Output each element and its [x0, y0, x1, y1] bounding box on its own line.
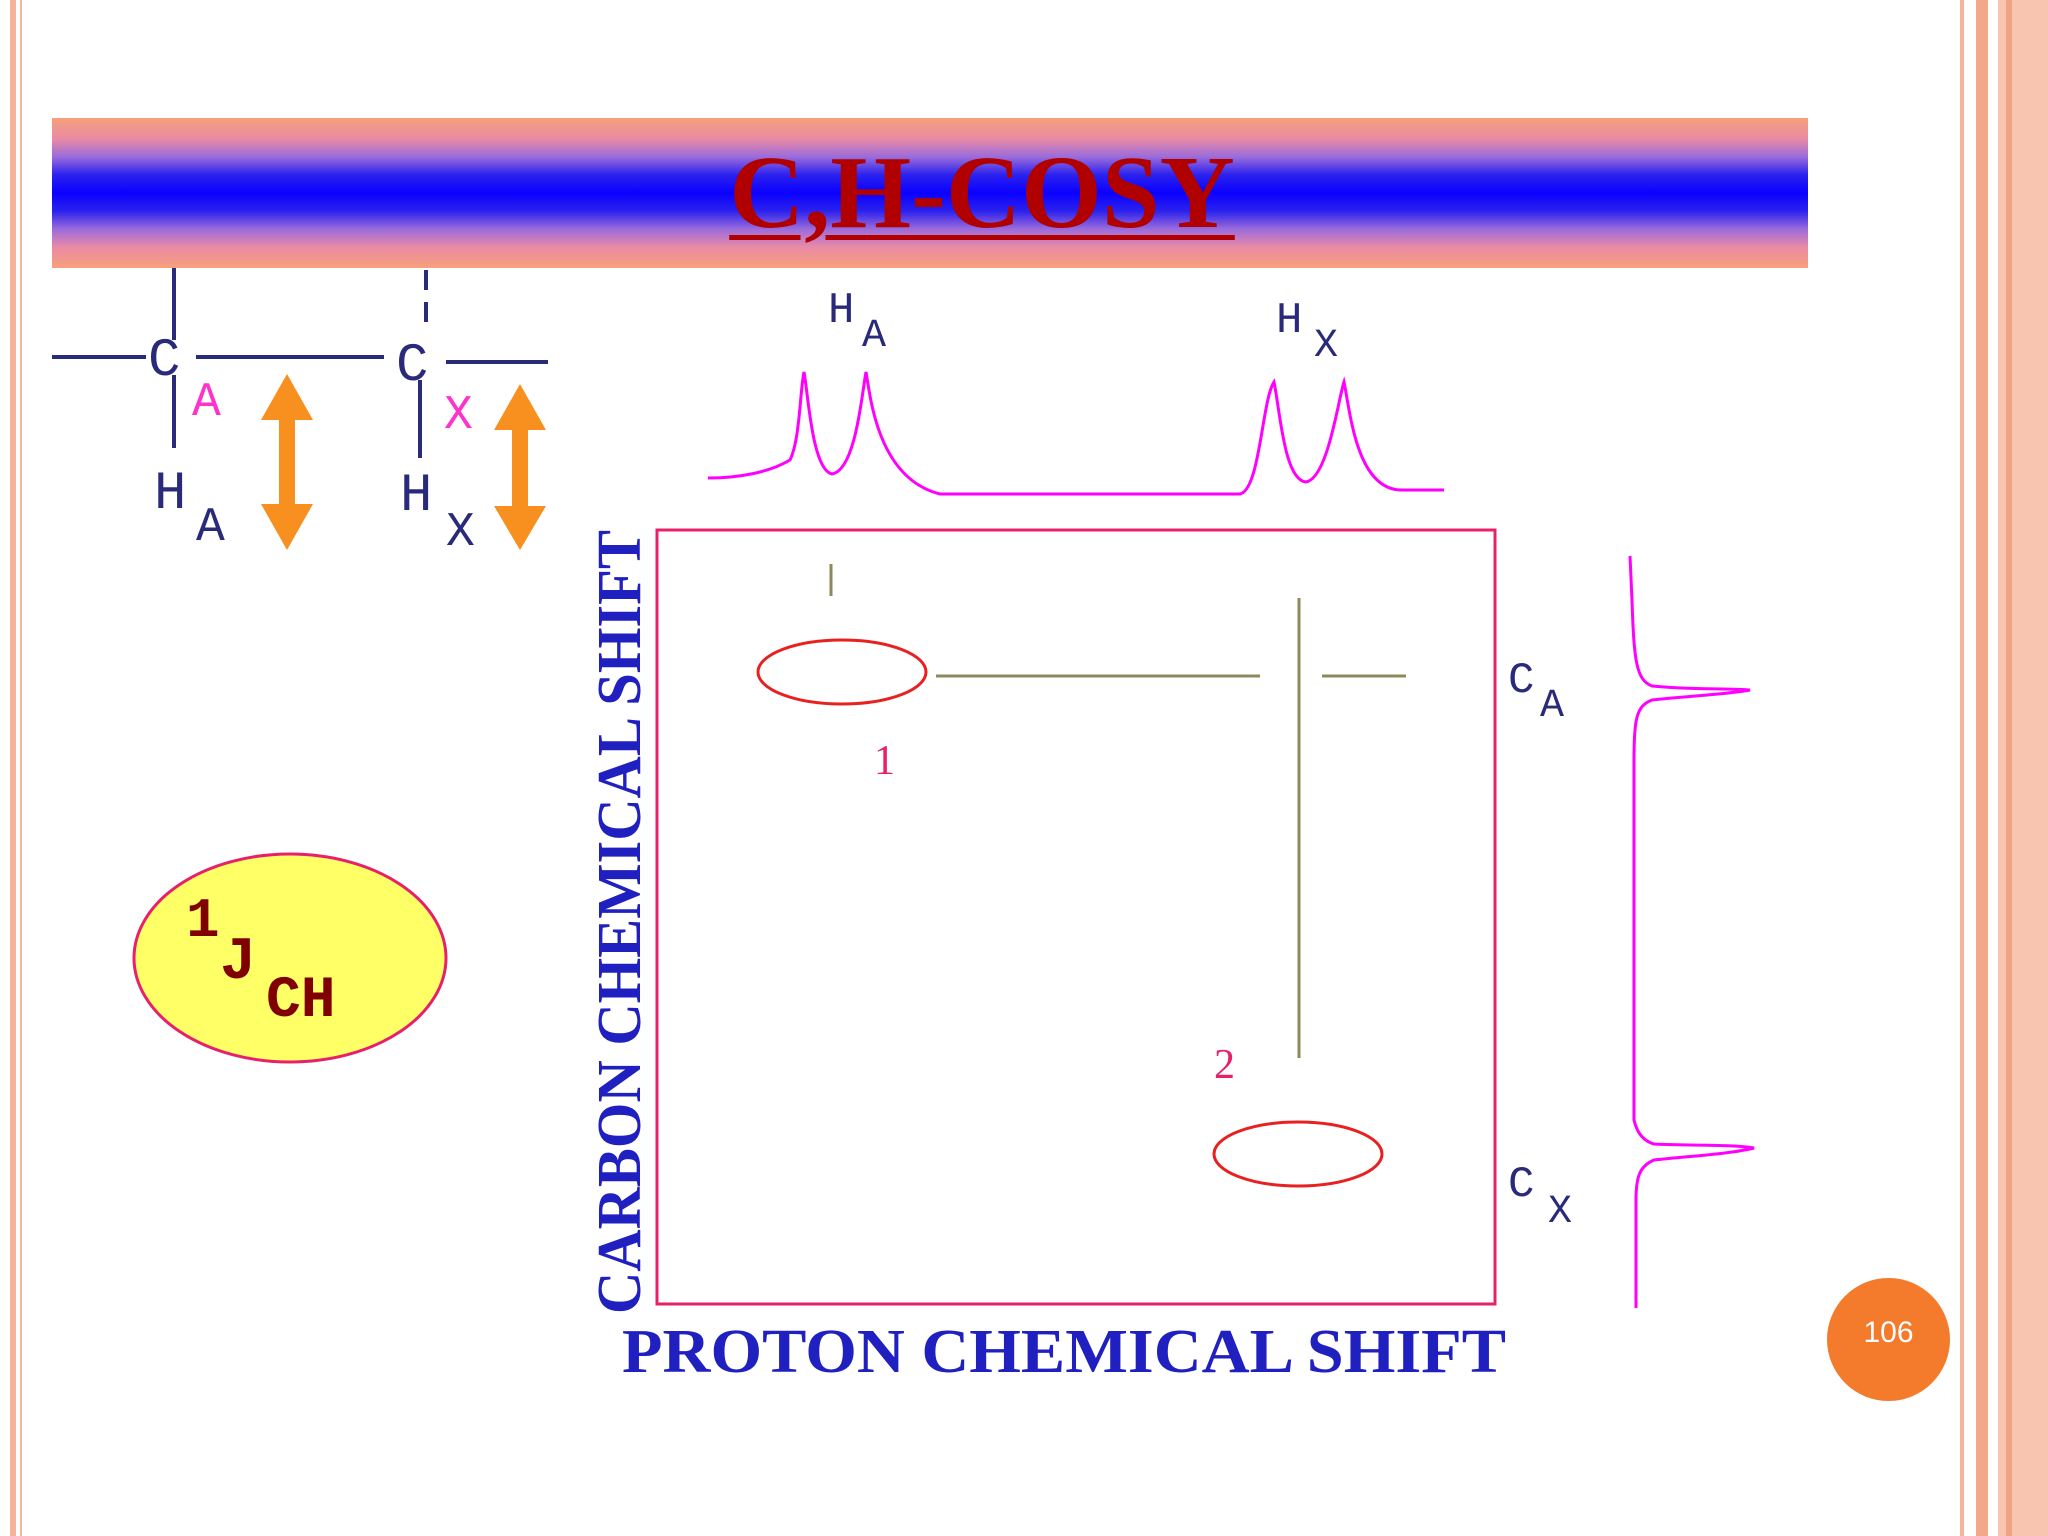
carbon-a-subscript: A [192, 376, 221, 430]
left-border-stripe [10, 0, 16, 1536]
y-axis-label: CARBON CHEMICAL SHIFT [586, 530, 654, 1314]
cross-peak-1 [756, 638, 928, 706]
carbon-spectrum-trace [1628, 555, 1755, 1308]
slide-title: C,H-COSY [729, 135, 1235, 250]
proton-a-letter: H [154, 464, 186, 525]
page-number-badge: 106 [1827, 1278, 1950, 1401]
top-label-x-letter: H [1276, 296, 1302, 346]
guide-lines [829, 564, 1406, 1058]
top-label-a-letter: H [828, 286, 854, 336]
right-label-x-letter: C [1508, 1160, 1534, 1210]
proton-a-subscript: A [196, 501, 225, 555]
right-label-x-subscript: X [1548, 1190, 1572, 1235]
right-label-a-subscript: A [1540, 684, 1564, 729]
carbon-x-letter: C [396, 336, 428, 397]
molecule-fragment [52, 268, 548, 458]
right-border-accent [2006, 0, 2012, 1536]
top-label-x-subscript: X [1314, 324, 1338, 369]
right-border-stripe [1976, 0, 1988, 1536]
peak-1-label: 1 [874, 738, 895, 784]
top-label-a-subscript: A [862, 314, 886, 359]
peak-2-label: 2 [1214, 1042, 1235, 1088]
cross-peak-2 [1212, 1120, 1384, 1188]
right-label-a-letter: C [1508, 656, 1534, 706]
arrow-x-icon [494, 384, 546, 550]
x-axis-label: PROTON CHEMICAL SHIFT [622, 1318, 1506, 1386]
carbon-a-letter: C [148, 331, 180, 392]
coupling-superscript: 1 [186, 889, 220, 953]
correlation-frame [655, 528, 1497, 1306]
coupling-subscript: CH [266, 969, 336, 1034]
carbon-x-subscript: X [444, 389, 473, 443]
proton-spectrum-trace [707, 371, 1444, 496]
left-border-line [20, 0, 22, 1536]
proton-x-letter: H [400, 466, 432, 527]
right-border-line [1960, 0, 1964, 1536]
coupling-letter: J [220, 929, 256, 997]
title-banner: C,H-COSY [52, 118, 1808, 268]
coupling-constant-badge [132, 852, 448, 1064]
arrow-a-icon [261, 374, 313, 550]
page-number: 106 [1863, 1316, 1914, 1349]
proton-x-subscript: X [446, 506, 475, 560]
